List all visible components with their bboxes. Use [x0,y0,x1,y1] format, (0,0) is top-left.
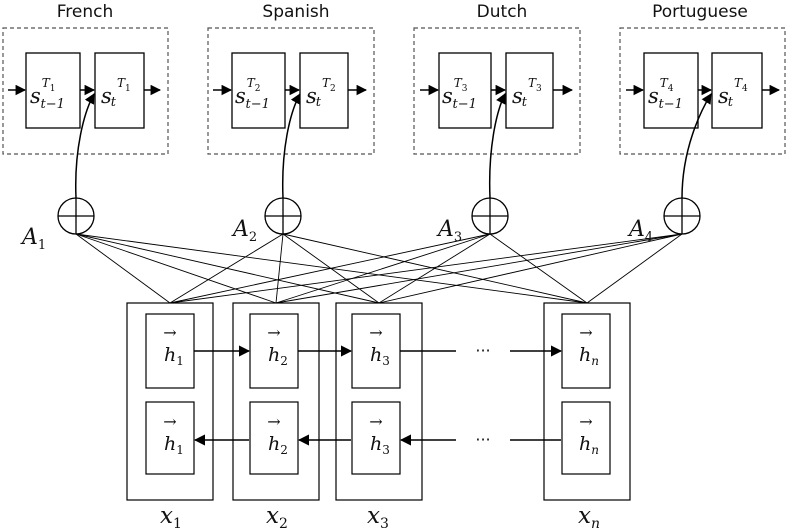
svg-text:→: → [579,412,592,431]
encoder-column-1 [126,302,214,501]
svg-text:hn: hn [579,433,599,457]
attention-node-4: A4 [627,197,701,245]
current-state-label: stT4 [718,76,748,110]
backward-hidden-label-1: → h1 [163,412,184,457]
input-label-1: x1 [160,503,182,531]
attention-to-decoder-arrow-1 [74,93,95,199]
svg-text:→: → [579,323,592,342]
current-state-label: stT1 [101,76,131,110]
attention-to-decoder-arrow-2 [281,93,301,199]
attention-to-decoder-arrow-4 [681,93,712,199]
language-label-portuguese: Portuguese [652,2,748,22]
attention-node-3: A3 [436,197,509,245]
svg-text:h1: h1 [164,344,184,368]
decoder-frame [619,27,786,155]
attention-to-decoder-arrow-3 [488,93,506,199]
svg-text:h1: h1 [164,433,184,457]
svg-text:→: → [267,323,280,342]
attention-label: A3 [436,217,462,245]
svg-text:→: → [369,323,382,342]
forward-hidden-label-2: → h2 [267,323,288,368]
attention-label: A1 [20,225,46,253]
backward-ellipsis: ··· [475,430,490,449]
decoder-frame [413,27,581,155]
svg-text:→: → [163,412,176,431]
attention-label: A2 [231,217,257,245]
attention-node-2: A2 [231,197,302,245]
svg-text:→: → [369,412,382,431]
backward-hidden-cell-n [561,401,611,475]
encoder-column-n [543,302,631,501]
forward-hidden-label-1: → h1 [163,323,184,368]
decoder-frame [207,27,375,155]
current-state-label: stT2 [306,76,336,110]
input-label-n: xn [578,503,600,531]
backward-hidden-label-3: → h3 [369,412,390,457]
encoder-column-2 [232,302,320,501]
svg-text:hn: hn [579,344,599,368]
svg-text:→: → [267,412,280,431]
current-state-label: stT3 [512,76,542,110]
language-label-spanish: Spanish [262,2,329,22]
svg-text:→: → [163,323,176,342]
svg-text:h2: h2 [268,344,288,368]
forward-hidden-label-3: → h3 [369,323,390,368]
svg-text:h2: h2 [268,433,288,457]
attention-connections [75,233,683,304]
language-label-french: French [57,2,114,22]
forward-hidden-label-n: → hn [579,323,599,368]
backward-hidden-label-2: → h2 [267,412,288,457]
svg-text:h3: h3 [370,433,390,457]
language-label-dutch: Dutch [477,2,528,22]
input-label-2: x2 [266,503,288,531]
backward-hidden-label-n: → hn [579,412,599,457]
encoder-column-3 [335,302,423,501]
input-label-3: x3 [367,503,389,531]
forward-ellipsis: ··· [475,341,490,360]
attention-label: A4 [627,217,653,245]
decoder-frame [2,27,169,155]
attention-node-1: A1 [20,197,95,253]
svg-text:h3: h3 [370,344,390,368]
